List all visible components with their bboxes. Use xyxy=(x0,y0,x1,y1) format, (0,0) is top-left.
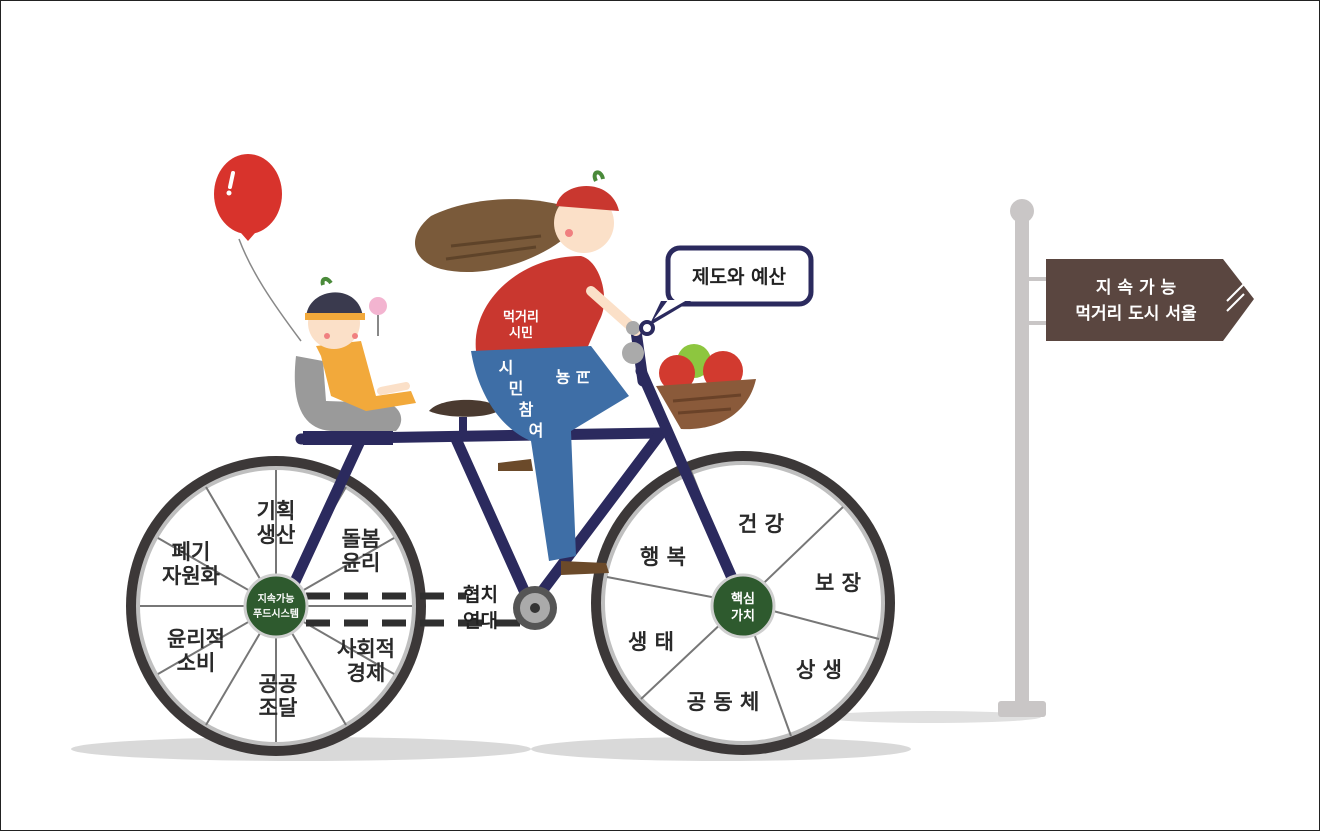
rear-seg-2-line1: 돌봄 xyxy=(342,527,381,551)
front-hub-line2: 가치 xyxy=(731,608,755,624)
saddle xyxy=(429,399,501,417)
pants-char-4: 여 xyxy=(529,421,544,440)
woman-hair xyxy=(414,199,591,273)
pants-char-3: 참 xyxy=(519,400,534,419)
sign-line2: 먹거리 도시 서울 xyxy=(1075,304,1197,324)
rear-seg-3-line1: 사회적 xyxy=(337,637,395,661)
signpost: 지 속 가 능 먹거리 도시 서울 xyxy=(998,199,1254,717)
child xyxy=(305,276,416,411)
child-seat xyxy=(294,356,402,431)
sign-board xyxy=(1046,259,1254,341)
pants-char-1: 시 xyxy=(499,358,514,377)
rear-seg-5-line1: 윤리적 xyxy=(167,627,225,651)
rear-seg-3-line2: 경제 xyxy=(347,661,386,685)
shirt-line2: 시민 xyxy=(509,325,533,341)
pants-char-2: 민 xyxy=(509,379,524,398)
handlebar xyxy=(622,342,644,364)
rear-hub xyxy=(243,573,309,639)
rear-hub-line1: 지속가능 xyxy=(258,592,295,605)
rear-seg-5-line2: 소비 xyxy=(177,651,216,675)
front-hub-line1: 핵심 xyxy=(731,591,755,607)
rear-seg-1-line2: 생산 xyxy=(257,523,296,547)
sign-line1: 지 속 가 능 xyxy=(1096,278,1177,298)
rear-seg-6-line1: 폐기 xyxy=(172,540,211,564)
rear-seg-1-line1: 기획 xyxy=(257,499,296,523)
chain-label-top: 협치 xyxy=(463,584,498,606)
front-seg-3: 상 생 xyxy=(796,658,842,682)
apple-basket xyxy=(656,344,756,430)
front-seg-2: 보 장 xyxy=(815,571,861,595)
rear-seg-4-line2: 조달 xyxy=(259,696,298,720)
shirt-line1: 먹거리 xyxy=(503,309,539,325)
balloon xyxy=(214,154,302,342)
pole-shadow xyxy=(821,711,1041,723)
chain-label-bottom: 연대 xyxy=(463,610,498,632)
front-seg-5: 생 태 xyxy=(628,630,674,654)
rear-seg-6-line2: 자원화 xyxy=(162,564,221,588)
rear-seg-4-line1: 공공 xyxy=(259,672,298,696)
front-hub xyxy=(710,573,776,639)
rear-seg-2-line2: 윤리 xyxy=(342,551,381,575)
pants-right-label: 교 육 xyxy=(555,367,590,386)
rear-hub-line2: 푸드시스템 xyxy=(253,608,299,620)
front-wheel-labels: 건 강 보 장 상 생 공 동 체 생 태 행 복 xyxy=(628,512,861,714)
front-seg-6: 행 복 xyxy=(640,545,686,569)
speech-bubble-text: 제도와 예산 xyxy=(692,266,787,288)
front-seg-4: 공 동 체 xyxy=(687,690,760,714)
rear-wheel-labels: 기획 생산 돌봄 윤리 사회적 경제 공공 조달 윤리적 소비 폐기 자원화 xyxy=(162,499,395,720)
front-seg-1: 건 강 xyxy=(738,512,784,536)
speech-bubble: 제도와 예산 xyxy=(639,245,814,336)
chain xyxy=(306,592,521,627)
